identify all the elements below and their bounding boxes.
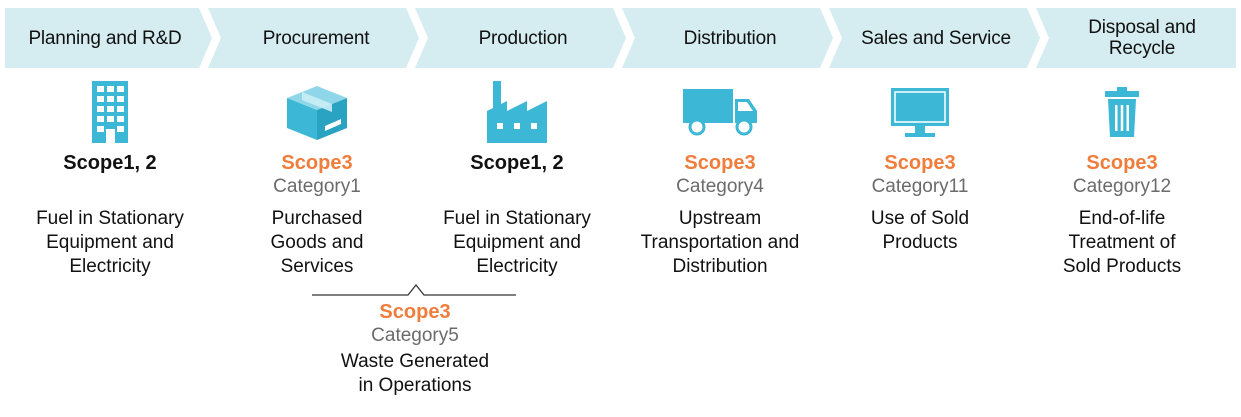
delivery-truck-icon xyxy=(683,89,757,136)
chevron-production xyxy=(415,8,626,68)
emission-description: Upstream Transportation and Distribution xyxy=(640,208,800,277)
stage-column-sales: Scope3 Category11 Use of Sold Products xyxy=(815,78,1025,255)
emission-description: Waste Generated in Operations xyxy=(340,351,490,396)
value-chain-chevron-bar xyxy=(5,8,1236,68)
scope-label: Scope3 xyxy=(684,152,756,174)
scope-label: Scope3 xyxy=(884,152,956,174)
emission-description: Use of Sold Products xyxy=(870,208,970,253)
category-label: Category4 xyxy=(676,176,764,197)
stage-label-distribution: Distribution xyxy=(683,27,777,49)
chevron-disposal xyxy=(1036,8,1236,68)
category-label: Category11 xyxy=(871,176,969,197)
office-building-icon xyxy=(92,81,128,143)
stage-column-disposal: Scope3 Category12 End-of-life Treatment … xyxy=(1017,78,1227,279)
scope-label: Scope3 xyxy=(1086,152,1158,174)
stage-label-procurement: Procurement xyxy=(262,27,370,49)
emission-description: Purchased Goods and Services xyxy=(270,208,364,277)
trash-can-icon xyxy=(1105,87,1139,137)
stage-column-distribution: Scope3 Category4 Upstream Transportation… xyxy=(615,78,825,279)
category-label: Category1 xyxy=(273,176,361,197)
emission-description: End-of-life Treatment of Sold Products xyxy=(1062,208,1182,277)
stage-column-production: Scope1, 2 Fuel in Stationary Equipment a… xyxy=(412,78,622,279)
emission-description: Fuel in Stationary Equipment and Electri… xyxy=(36,208,184,277)
scope-label: Scope3 xyxy=(379,301,451,323)
chevron-distribution xyxy=(622,8,833,68)
cardboard-box-icon xyxy=(287,86,347,140)
chevron-sales xyxy=(829,8,1040,68)
monitor-icon xyxy=(891,88,949,137)
category-label: Category12 xyxy=(1072,176,1172,197)
bridge-connector-line xyxy=(312,283,516,296)
category-label: Category5 xyxy=(371,325,459,346)
scope-label: Scope1, 2 xyxy=(63,152,157,174)
chevron-planning xyxy=(5,8,212,68)
stage-label-planning: Planning and R&D xyxy=(28,27,182,49)
scope-label: Scope1, 2 xyxy=(470,152,564,174)
scope-label: Scope3 xyxy=(281,152,353,174)
chevron-procurement xyxy=(208,8,419,68)
stage-column-procurement: Scope3 Category1 Purchased Goods and Ser… xyxy=(212,78,422,279)
stage-label-disposal: Disposal and Recycle xyxy=(1088,17,1196,59)
emission-description: Fuel in Stationary Equipment and Electri… xyxy=(443,208,591,277)
stage-column-planning: Scope1, 2 Fuel in Stationary Equipment a… xyxy=(5,78,215,279)
stage-label-sales: Sales and Service xyxy=(861,27,1011,49)
factory-icon xyxy=(487,81,547,143)
stage-label-production: Production xyxy=(478,27,568,49)
bridge-waste-block: Scope3 Category5 Waste Generated in Oper… xyxy=(290,296,540,398)
